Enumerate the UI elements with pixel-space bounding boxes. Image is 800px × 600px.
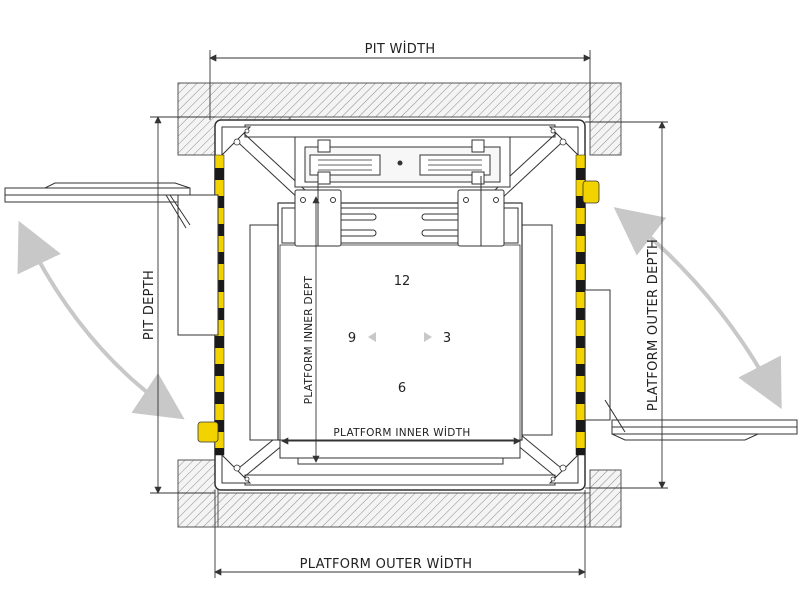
- platform-outer-depth-label: PLATFORM OUTER DEPTH: [646, 239, 661, 411]
- pit-depth-label: PIT DEPTH: [142, 270, 157, 340]
- left-door-swing-arrow: [17, 220, 185, 420]
- left-landing-door: [4, 182, 219, 336]
- wall-bottom-right: [589, 469, 622, 528]
- platform-inner-width-label: PLATFORM INNER WİDTH: [333, 426, 470, 439]
- dimension-lines: [150, 50, 668, 578]
- right-call-button: [582, 180, 600, 204]
- left-guide-panel: [249, 224, 281, 441]
- right-guide-panel: [521, 224, 553, 436]
- position-12-label: 12: [394, 274, 411, 289]
- position-3-label: 3: [443, 331, 451, 346]
- position-9-label: 9: [348, 331, 356, 346]
- inner-platform: [249, 176, 553, 465]
- platform-outer-width-label: PLATFORM OUTER WİDTH: [300, 556, 473, 572]
- left-direction-arrow: [368, 332, 376, 342]
- drive-unit: [294, 136, 511, 188]
- inner-platform-floor: [279, 244, 521, 441]
- platform-inner-depth-label: PLATFORM INNER DEPT: [303, 276, 315, 405]
- right-door-swing-arrow: [613, 207, 782, 410]
- wall-top: [177, 82, 622, 118]
- wall-bottom: [177, 492, 622, 528]
- right-door-frame: [584, 289, 611, 421]
- position-6-label: 6: [398, 381, 406, 396]
- right-landing-door: [584, 289, 798, 441]
- left-call-button: [197, 421, 219, 443]
- bottom-rail: [244, 474, 556, 486]
- top-rail: [244, 124, 556, 138]
- wall-bottom-left: [177, 459, 219, 528]
- pit-width-label: PIT WİDTH: [365, 41, 436, 57]
- right-direction-arrow: [424, 332, 432, 342]
- wall-top-right: [589, 82, 622, 156]
- left-door-frame: [177, 194, 219, 336]
- pit-walls: [177, 82, 622, 528]
